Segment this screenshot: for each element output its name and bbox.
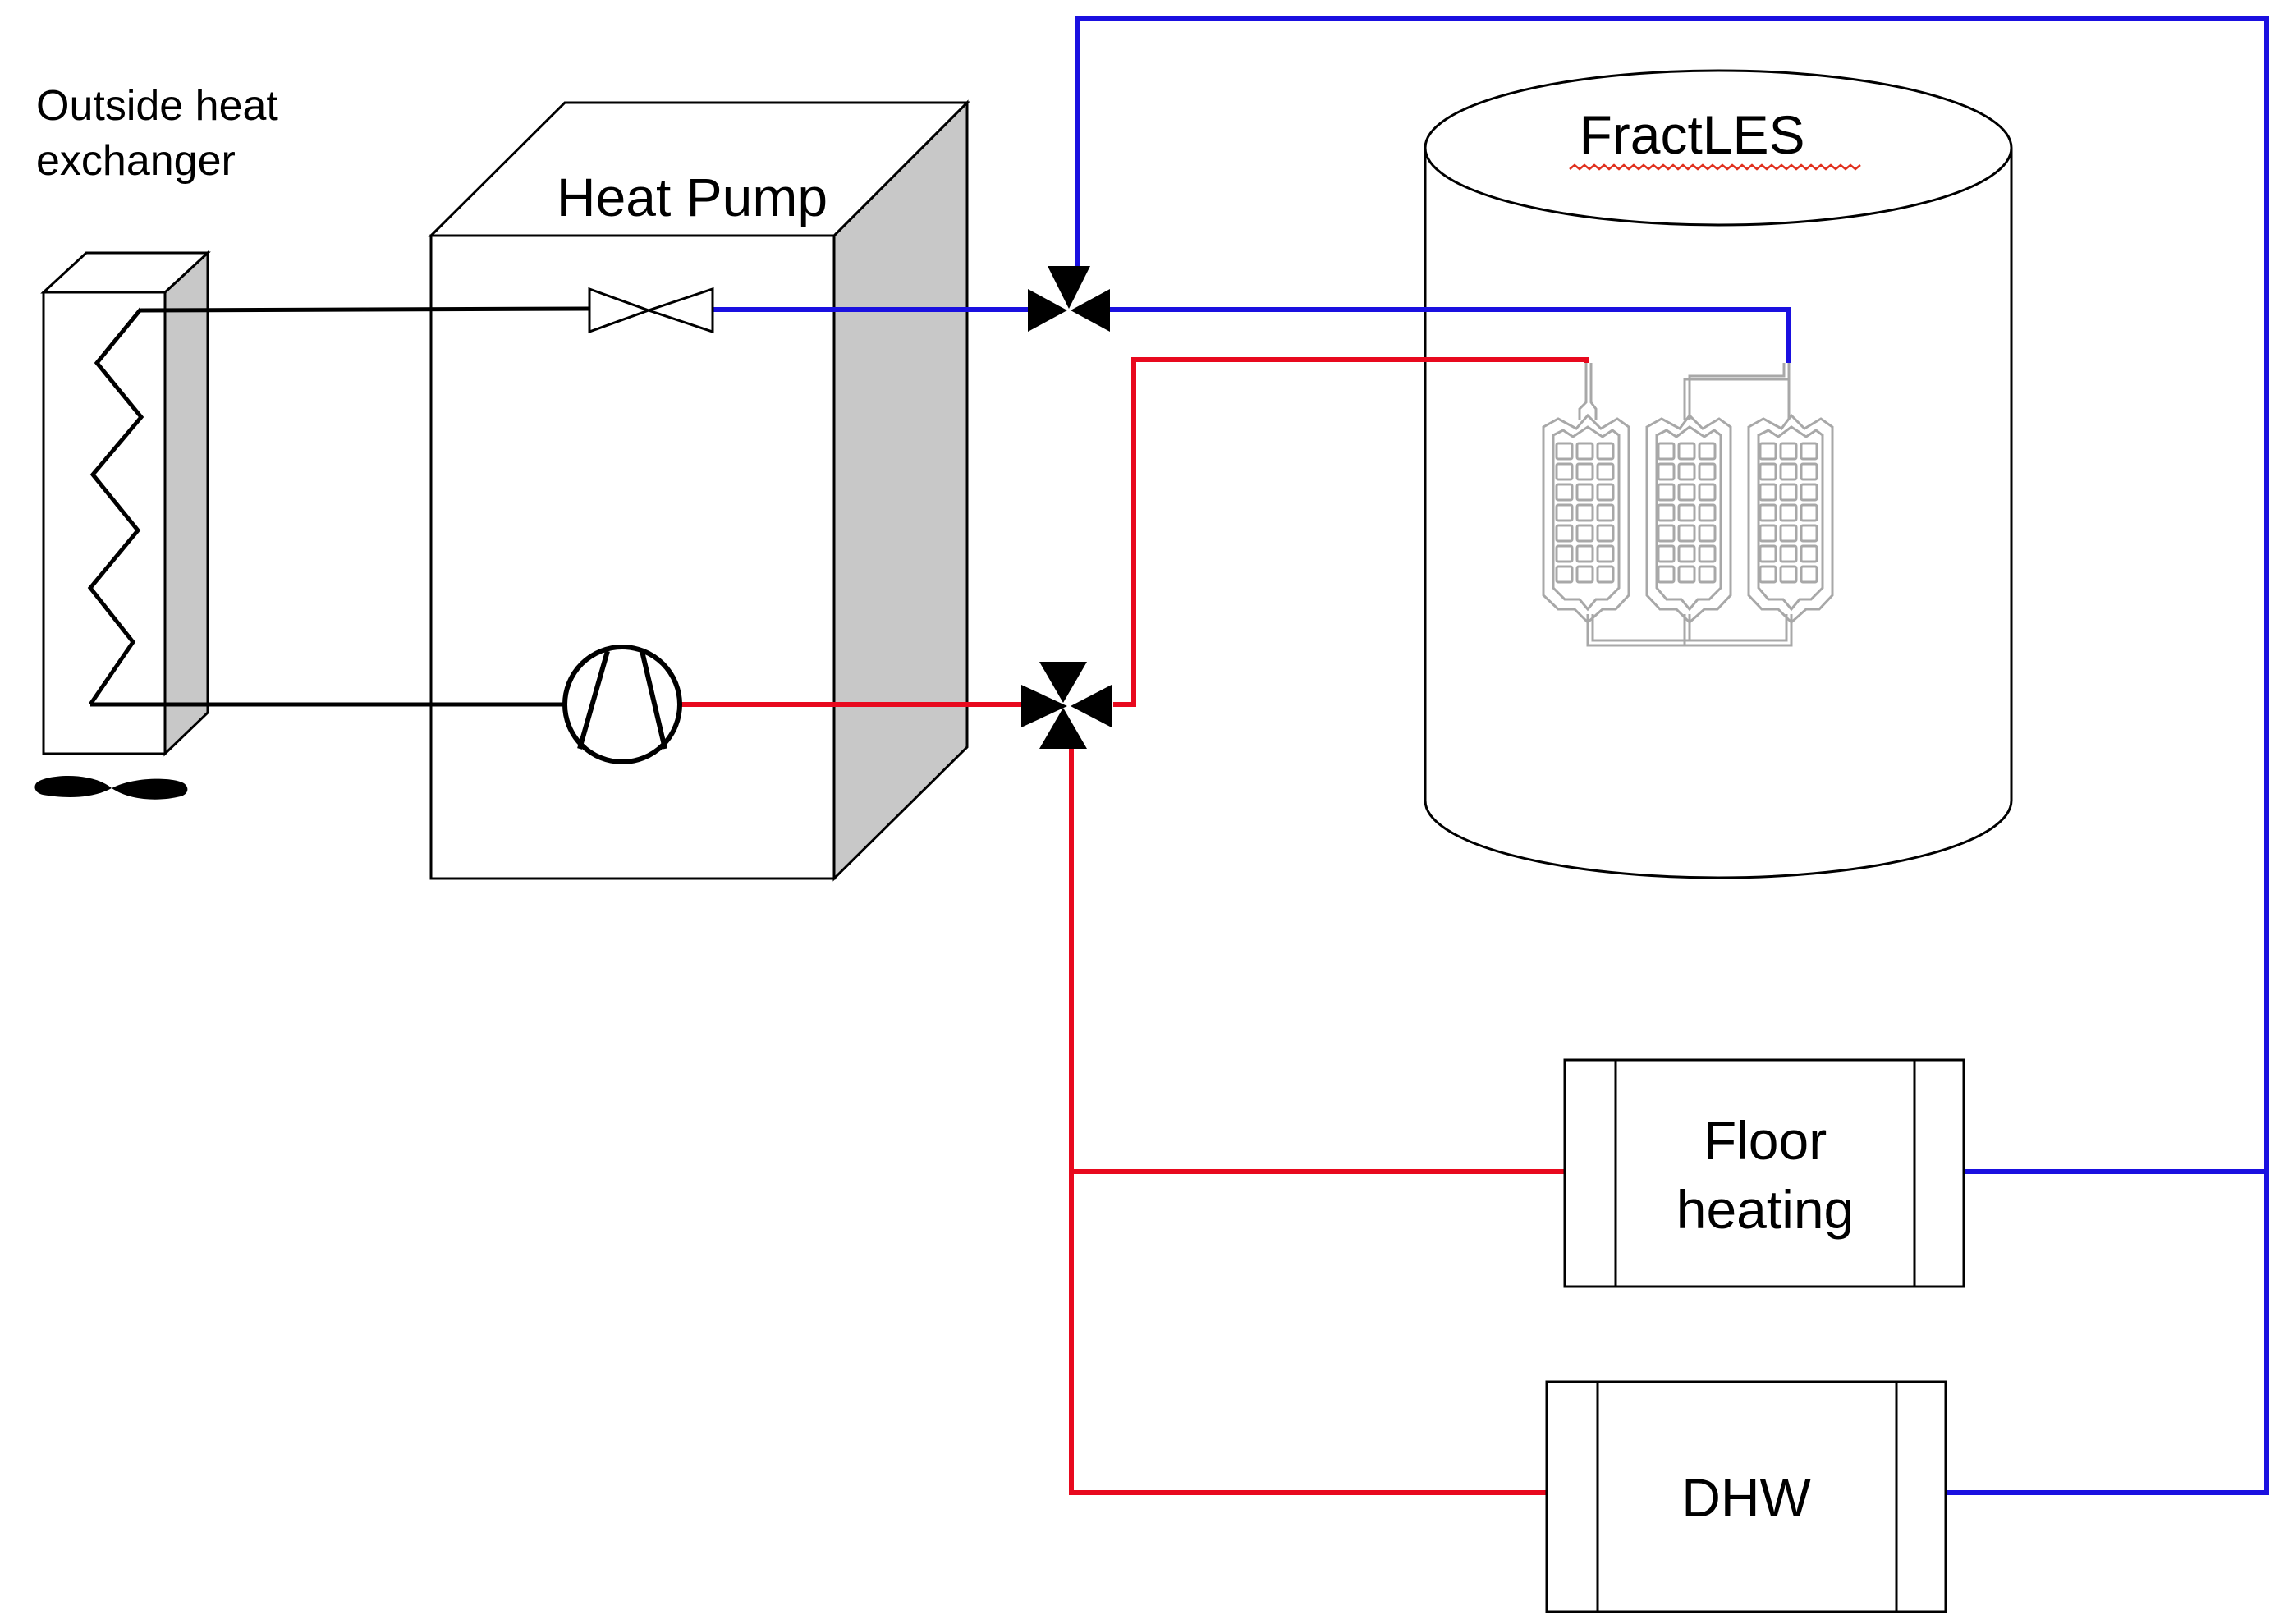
hx-cell	[1596, 565, 1615, 584]
hx-cell	[1800, 503, 1818, 522]
cold-return-loop	[1075, 16, 2269, 1495]
hx-cell	[1657, 442, 1676, 461]
refrigerant-line-top	[139, 306, 590, 313]
fractles-storage-tank	[1424, 69, 2013, 879]
hx-cell	[1657, 524, 1676, 543]
hot-line-to-fractles	[1113, 357, 1589, 707]
hx-cell	[1800, 442, 1818, 461]
hx-cell	[1779, 544, 1798, 563]
hx-cell	[1677, 544, 1696, 563]
outside-heat-exchanger	[40, 250, 211, 757]
heat-pump-label: Heat Pump	[557, 167, 828, 227]
hx-cell	[1657, 544, 1676, 563]
fractles-label: FractLES	[1579, 104, 1804, 165]
hx-cell	[1555, 483, 1574, 502]
hx-cell	[1800, 524, 1818, 543]
hx-cell	[1596, 503, 1615, 522]
hx-cell	[1759, 483, 1777, 502]
dhw-unit	[1545, 1380, 1947, 1613]
hx-cell	[1575, 483, 1594, 502]
hx-cell	[1555, 544, 1574, 563]
hx-cell	[1596, 524, 1615, 543]
hx-cell	[1698, 544, 1717, 563]
fractles-heat-exchanger	[1542, 363, 1834, 647]
hx-cell	[1575, 503, 1594, 522]
hx-cell	[1698, 483, 1717, 502]
hx-cell	[1698, 503, 1717, 522]
heat-pump-unit	[428, 99, 970, 882]
hx-cell	[1677, 442, 1696, 461]
hx-cell	[1800, 565, 1818, 584]
floor-heating-unit	[1563, 1058, 1965, 1288]
hx-module-cells	[1555, 442, 1818, 584]
hx-cell	[1779, 462, 1798, 481]
hx-cell	[1575, 524, 1594, 543]
three-way-valve-lower-icon	[1021, 662, 1112, 749]
hx-cell	[1575, 544, 1594, 563]
hx-cell	[1596, 483, 1615, 502]
hx-cell	[1677, 483, 1696, 502]
hx-cell	[1779, 442, 1798, 461]
hx-cell	[1596, 544, 1615, 563]
hx-cell	[1698, 524, 1717, 543]
hx-cell	[1657, 503, 1676, 522]
hx-cell	[1555, 503, 1574, 522]
hx-cell	[1779, 565, 1798, 584]
dhw-label: DHW	[1681, 1467, 1811, 1528]
compressor-icon	[562, 645, 682, 764]
hx-module-2	[1645, 413, 1732, 625]
floor-heating-label-line1: Floor	[1704, 1110, 1827, 1171]
hx-cell	[1800, 462, 1818, 481]
hx-cell	[1759, 442, 1777, 461]
hx-cell	[1596, 462, 1615, 481]
hx-cell	[1657, 565, 1676, 584]
hx-cell	[1677, 565, 1696, 584]
heat-pump-front-face	[429, 234, 836, 880]
outside-hx-coil	[87, 307, 144, 706]
heat-pump-side-face	[832, 99, 969, 882]
hx-cell	[1759, 462, 1777, 481]
floor-heating-label-line2: heating	[1676, 1179, 1855, 1240]
hx-cell	[1698, 565, 1717, 584]
hx-cell	[1677, 503, 1696, 522]
hx-cell	[1779, 503, 1798, 522]
outside-hx-side-face	[163, 250, 209, 757]
outside-hx-label-line2: exchanger	[36, 137, 236, 185]
hx-cell	[1555, 565, 1574, 584]
hx-cell	[1779, 524, 1798, 543]
tank-body	[1424, 148, 2013, 879]
hx-cell	[1677, 524, 1696, 543]
cold-line-to-fractles	[1077, 307, 1791, 363]
hx-cell	[1575, 565, 1594, 584]
hx-cell	[1698, 462, 1717, 481]
hx-cell	[1800, 483, 1818, 502]
hx-cell	[1800, 544, 1818, 563]
three-way-valve-upper-icon	[1028, 266, 1110, 332]
hx-cell	[1657, 462, 1676, 481]
hx-cell	[1677, 462, 1696, 481]
tank-lid	[1424, 69, 2013, 227]
hot-supply-loop	[1069, 745, 1547, 1495]
hx-module-3	[1747, 413, 1834, 625]
hx-cell	[1779, 483, 1798, 502]
outside-hx-label-line1: Outside heat	[36, 82, 278, 130]
hx-cell	[1555, 524, 1574, 543]
hx-cell	[1759, 544, 1777, 563]
hx-cell	[1575, 462, 1594, 481]
spellcheck-underline	[1569, 163, 1861, 171]
hx-module-1	[1542, 413, 1630, 625]
hx-cell	[1596, 442, 1615, 461]
hx-cell	[1759, 503, 1777, 522]
hx-cell	[1698, 442, 1717, 461]
hx-cell	[1657, 483, 1676, 502]
hx-cell	[1575, 442, 1594, 461]
hx-cell	[1759, 524, 1777, 543]
fan-icon	[34, 776, 188, 800]
hx-cell	[1555, 462, 1574, 481]
hx-cell	[1555, 442, 1574, 461]
expansion-valve-icon	[588, 287, 714, 334]
hx-cell	[1759, 565, 1777, 584]
